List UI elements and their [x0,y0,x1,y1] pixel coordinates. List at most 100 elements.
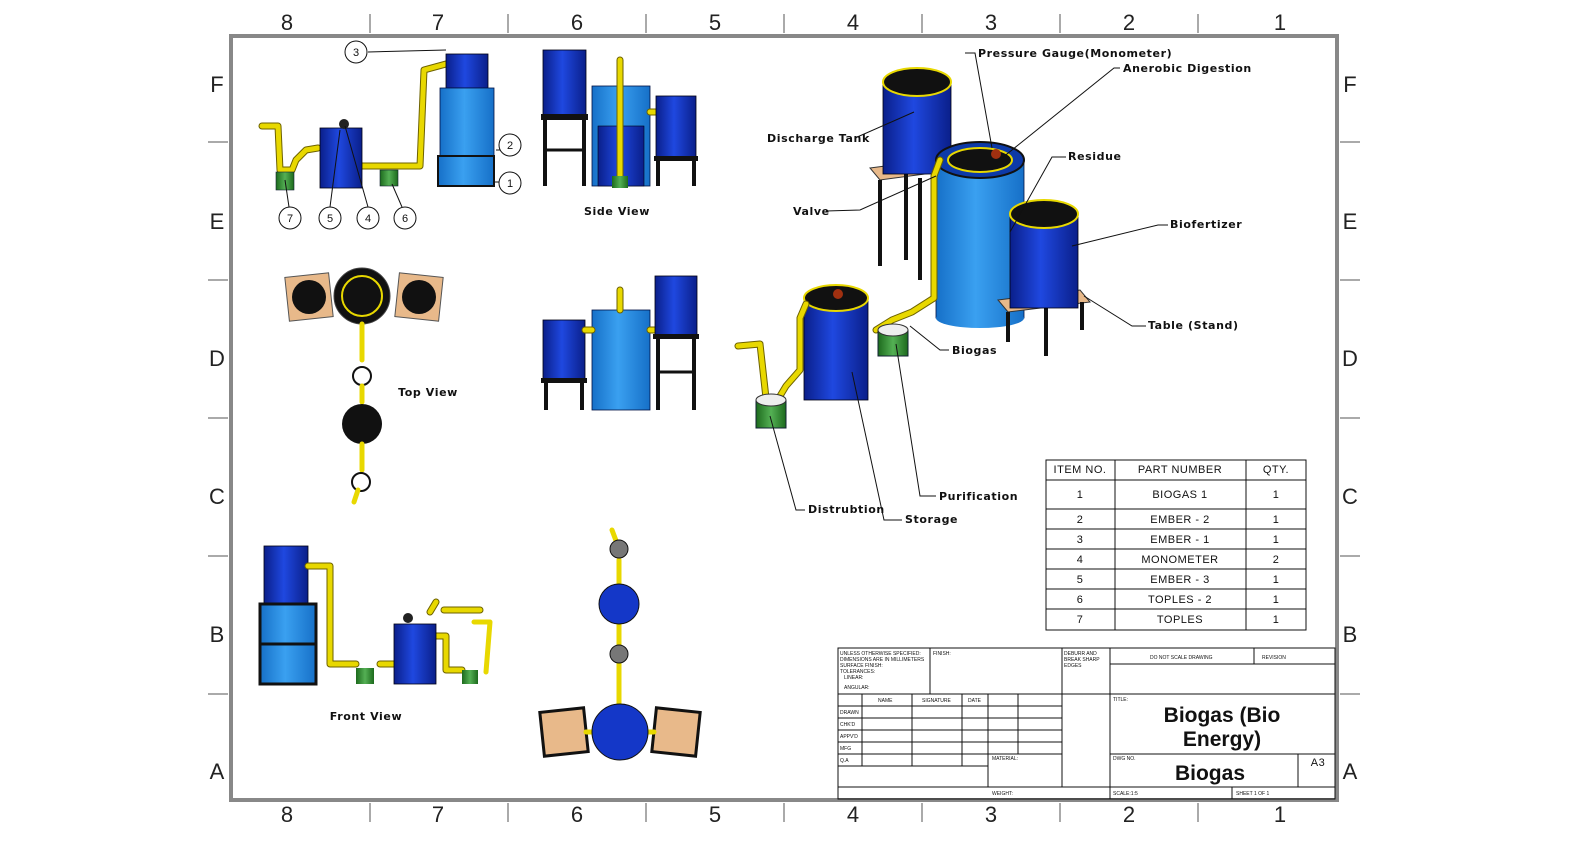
tank-ember-3 [319,127,363,189]
side-view-label: Side View [584,205,650,218]
tb-note: TOLERANCES: [840,669,875,675]
zone-col: 3 [985,802,997,827]
tb-note: SURFACE FINISH: [840,663,883,669]
callout-anaerobic: Anerobic Digestion [1123,62,1252,75]
zone-col: 8 [281,802,293,827]
tb-col-head: SIGNATURE [922,698,951,704]
topples-2-pot [379,169,399,187]
sheet-frame [208,14,1360,822]
bom-cell: 1 [1273,514,1280,526]
callout-biofertilizer: Biofertizer [1170,218,1242,231]
balloon-3: 3 [344,40,447,64]
zone-row: A [1343,759,1358,784]
tb-scale: SCALE:1:5 [1113,791,1138,797]
rear-view [541,275,699,411]
tb-note: DIMENSIONS ARE IN MILLIMETERS [840,657,925,663]
tb-deburr: DEBURR AND [1064,651,1097,657]
zone-row: E [1343,209,1358,234]
bom-cell: 1 [1273,489,1280,501]
tb-row-head: APPV'D [840,734,858,740]
callout-valve: Valve [793,205,830,218]
bom-cell: 6 [1077,594,1084,606]
drawing-number: Biogas [1175,762,1245,785]
side-view: Side View [541,49,698,218]
tank-ember-2 [439,87,495,157]
front-view-label: Front View [330,710,402,723]
tb-note: LINEAR: [844,675,863,681]
bom-cell: 3 [1077,534,1084,546]
zone-col: 3 [985,10,997,35]
zone-col: 8 [281,10,293,35]
svg-text:6: 6 [402,213,408,225]
callout-biogas: Biogas [952,344,997,357]
callout-purification: Purification [939,490,1018,503]
drawing-title-line2: Energy) [1183,728,1261,751]
callout-labels: Pressure Gauge(Monometer) Anerobic Diges… [767,47,1252,526]
front-view: Front View [258,545,493,723]
svg-text:4: 4 [365,213,371,225]
zone-row: D [1342,346,1358,371]
balloon-6: 6 [391,183,417,230]
zone-col: 1 [1274,802,1286,827]
bom-cell: 1 [1077,489,1084,501]
biogas-stand [437,155,495,187]
bom-cell: EMBER - 1 [1150,534,1210,546]
tb-row-head: Q.A [840,758,849,764]
zone-row: D [209,346,225,371]
bom-cell: 4 [1077,554,1084,566]
zone-col: 6 [571,10,583,35]
tb-col-head: DATE [968,698,982,704]
monometer-gauge [339,119,349,129]
callout-pressure-gauge: Pressure Gauge(Monometer) [978,47,1172,60]
zone-columns-top: 8 7 6 5 4 3 2 1 [281,10,1286,35]
balloon-7: 7 [278,179,302,230]
callout-distribution: Distrubtion [808,503,885,516]
bom-cell: 2 [1273,554,1280,566]
tb-sheet: SHEET 1 OF 1 [1236,791,1269,797]
zone-col: 5 [709,802,721,827]
tb-deburr: BREAK SHARP [1064,657,1100,663]
tb-title-label: TITLE: [1113,697,1128,703]
bom-cell: BIOGAS 1 [1152,489,1207,501]
bom-header-item: ITEM NO. [1054,464,1107,476]
zone-row: A [210,759,225,784]
zone-col: 7 [432,10,444,35]
tb-note: UNLESS OTHERWISE SPECIFIED: [840,651,921,657]
callout-residue: Residue [1068,150,1122,163]
bom-header-qty: QTY. [1263,464,1289,476]
bom-cell: TOPLES [1157,614,1203,626]
svg-text:7: 7 [287,213,293,225]
bottom-view [538,527,702,761]
anaerobic-digester [935,157,1025,319]
tb-material: MATERIAL: [992,756,1018,762]
zone-col: 7 [432,802,444,827]
callout-table-stand: Table (Stand) [1148,319,1239,332]
tb-do-not-scale: DO NOT SCALE DRAWING [1150,655,1213,661]
svg-text:5: 5 [327,213,333,225]
bom-cell: 1 [1273,534,1280,546]
biofertilizer-tank [1009,213,1079,309]
drawing-title-line1: Biogas (Bio [1164,704,1281,727]
tb-row-head: MFG [840,746,851,752]
zone-col: 5 [709,10,721,35]
tb-row-head: DRAWN [840,710,859,716]
zone-rows-right: F E D C B A [1342,72,1358,784]
zone-col: 6 [571,802,583,827]
tb-col-head: NAME [878,698,893,704]
bom-cell: EMBER - 3 [1150,574,1210,586]
isometric-assembly [734,67,1091,429]
svg-text:1: 1 [507,178,513,190]
zone-col: 4 [847,10,859,35]
top-view-label: Top View [398,386,458,399]
zone-row: C [1342,484,1358,509]
bom-cell: 7 [1077,614,1084,626]
balloon-1: 1 [494,171,522,195]
zone-col: 2 [1123,802,1135,827]
bom-cell: 5 [1077,574,1084,586]
svg-text:3: 3 [353,47,359,59]
tb-deburr: EDGES [1064,663,1082,669]
tb-note: ANGULAR: [844,685,870,691]
balloon-2: 2 [496,133,522,157]
sheet-size: A3 [1311,757,1325,769]
bom-cell: 1 [1273,574,1280,586]
